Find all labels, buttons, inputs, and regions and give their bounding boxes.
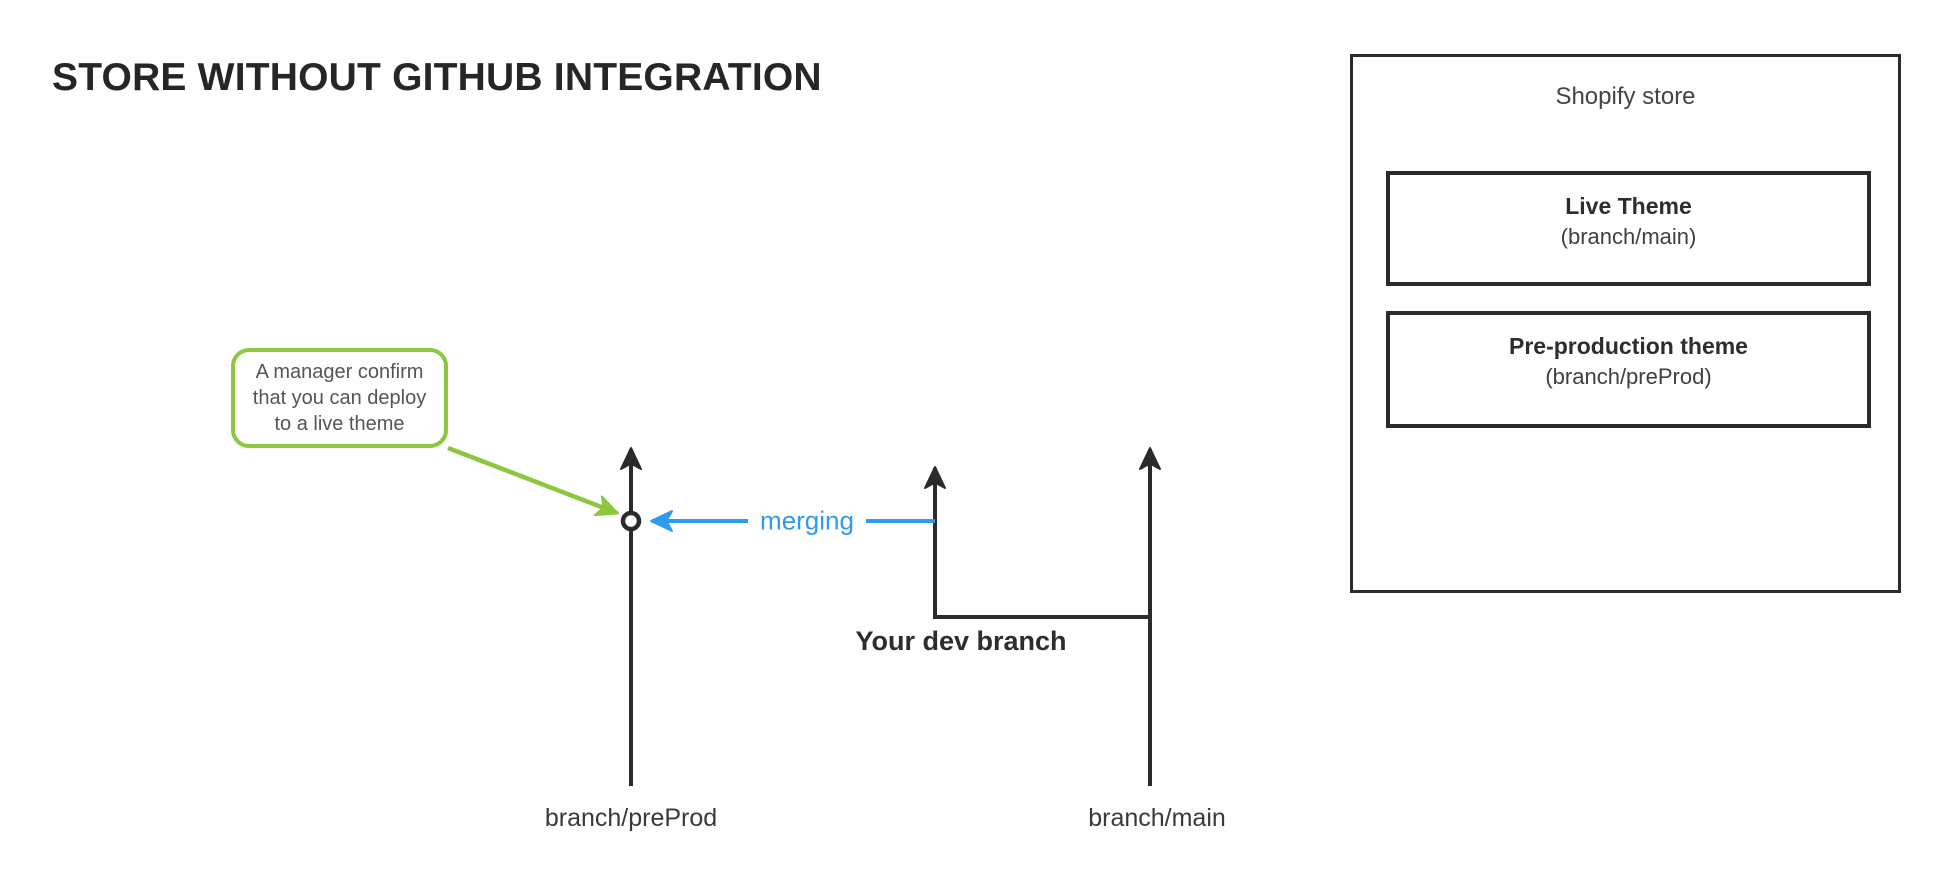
page-title: STORE WITHOUT GITHUB INTEGRATION bbox=[52, 56, 822, 99]
preprod-branch-label: branch/preProd bbox=[544, 804, 718, 832]
merging-label: merging bbox=[748, 503, 866, 539]
manager-approval-text: A manager confirm that you can deploy to… bbox=[252, 361, 427, 435]
preprod-theme-title: Pre-production theme bbox=[1509, 333, 1748, 359]
preprod-theme-subtitle: (branch/preProd) bbox=[1545, 364, 1712, 389]
live-theme-subtitle: (branch/main) bbox=[1560, 224, 1697, 249]
manager-approval-callout: A manager confirm that you can deploy to… bbox=[231, 348, 448, 448]
preprod-theme-box: Pre-production theme (branch/preProd) bbox=[1386, 311, 1871, 428]
commit-point bbox=[620, 510, 642, 532]
live-theme-box: Live Theme (branch/main) bbox=[1386, 171, 1871, 286]
approval-arrow bbox=[447, 445, 619, 517]
shopify-store-title: Shopify store bbox=[1555, 83, 1696, 110]
main-branch-label: branch/main bbox=[1088, 804, 1226, 832]
shopify-store-panel: Shopify store Live Theme (branch/main) P… bbox=[1350, 54, 1901, 593]
dev-branch-label: Your dev branch bbox=[855, 626, 1067, 656]
live-theme-title: Live Theme bbox=[1565, 193, 1692, 219]
dev-branch-line bbox=[924, 466, 1150, 619]
